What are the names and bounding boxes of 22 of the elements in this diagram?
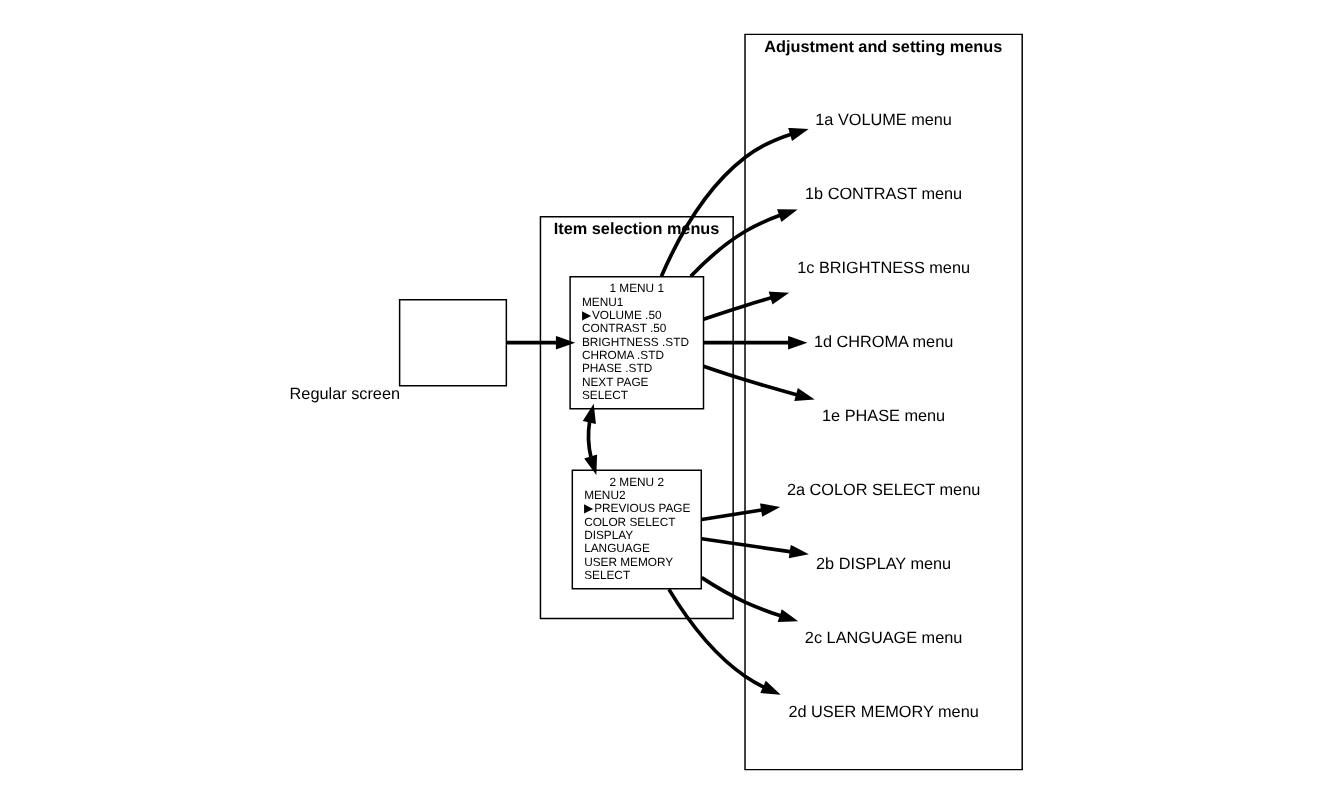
node-text: 2b DISPLAY menu [816,555,952,574]
arrow [701,536,809,559]
arrow [701,503,781,522]
node-text: 2a COLOR SELECT menu [786,481,981,500]
arrow [689,209,798,278]
node-box [398,299,508,387]
node-text: 1a VOLUME menu [815,110,952,129]
arrow [702,291,790,321]
node-text: 1e PHASE menu [822,406,946,425]
arrow [506,335,576,350]
arrow [703,335,808,350]
arrow [702,364,815,402]
node-text: 2d USER MEMORY menu [788,703,979,722]
arrow [659,127,809,278]
arrow [700,576,799,623]
arrow [667,588,781,695]
node-text: 1c BRIGHTNESS menu [797,258,971,277]
arrow [582,403,598,475]
node-text: 2c LANGUAGE menu [804,629,963,648]
node-text: 1b CONTRAST menu [805,184,963,203]
node-label: Regular screen [289,384,400,403]
node-text: 1d CHROMA menu [813,332,954,351]
